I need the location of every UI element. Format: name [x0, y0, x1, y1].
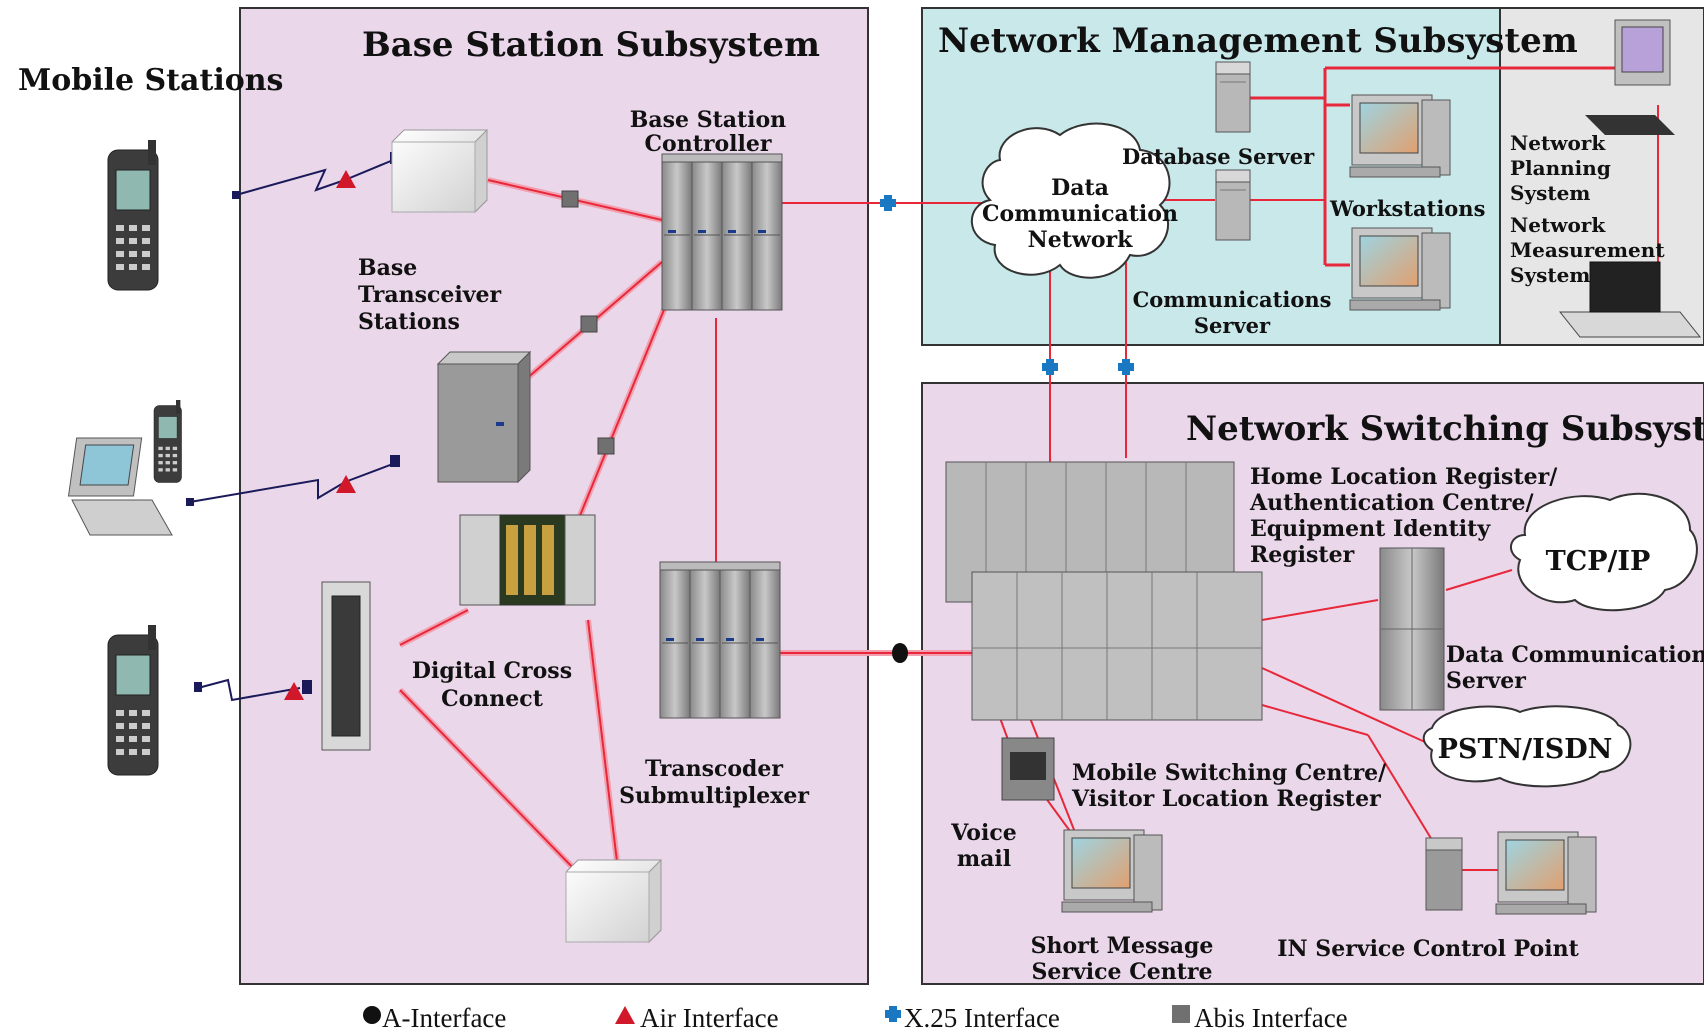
legend-x25-label: X.25 Interface	[904, 1003, 1060, 1033]
x25-markers	[880, 195, 1134, 375]
smsc-label-line1: Short Message	[1031, 933, 1214, 959]
voicemail-label-line2: mail	[957, 846, 1011, 872]
nmeas-label-line2: Measurement	[1510, 238, 1665, 262]
mobile-phone-icon	[107, 624, 159, 776]
bts-label-line1: Base	[358, 255, 417, 281]
nms-title: Network Management Subsystem	[938, 21, 1578, 61]
msc-rack-icon	[971, 571, 1263, 721]
data-comm-server-icon	[1379, 547, 1445, 711]
bts-label-line3: Stations	[358, 309, 460, 335]
communications-server-icon	[1215, 169, 1251, 241]
bsc-label-line2: Controller	[645, 131, 772, 157]
abis-markers	[561, 190, 615, 455]
air-interface-markers	[284, 170, 356, 700]
tcpip-cloud-icon	[1510, 492, 1698, 612]
dcs-label-line2: Server	[1446, 668, 1526, 694]
dcc-rack-icon	[321, 581, 371, 751]
nps-label-line3: System	[1510, 181, 1590, 205]
nss-title: Network Switching Subsystem	[1186, 409, 1704, 449]
legend-abis-icon	[1172, 1005, 1190, 1023]
workstations-label: Workstations	[1329, 196, 1485, 221]
scp-server-icon	[1425, 837, 1463, 911]
smsc-workstation-icon	[1061, 829, 1163, 913]
mobile-phone-icon	[107, 139, 159, 291]
legend-x25-icon	[885, 1006, 901, 1022]
dcc-label-line1: Digital Cross	[412, 658, 572, 684]
hlr-label-line1: Home Location Register/	[1250, 464, 1558, 490]
bts-top-icon	[391, 129, 488, 213]
scp-workstation-icon	[1495, 831, 1597, 915]
database-server-icon	[1215, 61, 1251, 133]
smsc-label-line2: Service Centre	[1032, 959, 1213, 985]
tsm-label-line2: Submultiplexer	[619, 783, 809, 809]
comm-server-label-line1: Communications	[1133, 287, 1332, 312]
nps-label-line1: Network	[1510, 131, 1606, 155]
dcn-cloud-icon	[970, 122, 1171, 279]
hlr-label-line4: Register	[1250, 542, 1355, 568]
scp-label: IN Service Control Point	[1277, 936, 1579, 962]
nmeas-label-line3: System	[1510, 263, 1590, 287]
workstation-icon	[1349, 94, 1451, 178]
voicemail-label-line1: Voice	[950, 820, 1016, 846]
hlr-label-line2: Authentication Centre/	[1249, 490, 1534, 516]
bts-label-line2: Transceiver	[358, 282, 502, 308]
legend-a-interface-label: A-Interface	[382, 1003, 506, 1033]
msc-label-line1: Mobile Switching Centre/	[1072, 760, 1387, 786]
workstation-icon	[1349, 227, 1451, 311]
voicemail-icon	[1001, 737, 1055, 801]
pstn-cloud-icon	[1422, 705, 1632, 788]
nps-label-line2: Planning	[1510, 156, 1611, 180]
planning-workstation-icon	[1585, 19, 1675, 135]
tsm-label-line1: Transcoder	[645, 756, 783, 782]
legend-abis-label: Abis Interface	[1194, 1003, 1348, 1033]
laptop-with-phone-icon	[67, 399, 182, 536]
legend-a-interface-icon	[363, 1006, 381, 1024]
pstn-label: PSTN/ISDN	[1438, 734, 1613, 765]
dcc-label-line2: Connect	[441, 686, 544, 712]
dcc-board-icon	[459, 514, 596, 606]
hlr-label-line3: Equipment Identity	[1250, 516, 1491, 542]
mobile-stations-title: Mobile Stations	[18, 63, 283, 98]
bsc-label-line1: Base Station	[630, 107, 786, 133]
nmeas-label-line1: Network	[1510, 213, 1606, 237]
comm-server-label-line2: Server	[1194, 313, 1271, 338]
bsc-rack-icon	[661, 153, 783, 311]
tcpip-label: TCP/IP	[1546, 546, 1651, 577]
dcn-label-line3: Network	[1028, 227, 1133, 253]
dcs-label-line1: Data Communications	[1446, 642, 1704, 668]
bts-bottom-icon	[565, 859, 662, 943]
legend-air-interface-label: Air Interface	[640, 1003, 779, 1033]
dcn-label-line2: Communication	[982, 201, 1178, 227]
air-links	[189, 157, 399, 702]
a-interface-marker	[892, 643, 908, 663]
dcn-label-line1: Data	[1051, 175, 1109, 201]
measurement-system-icon	[1558, 261, 1702, 338]
tsm-rack-icon	[659, 561, 781, 719]
legend-air-interface-icon	[615, 1006, 635, 1024]
legend: A-Interface Air Interface X.25 Interface…	[363, 1003, 1348, 1033]
bts-middle-icon	[436, 350, 532, 484]
database-server-label: Database Server	[1122, 144, 1315, 169]
msc-label-line2: Visitor Location Register	[1071, 786, 1381, 812]
network-links	[397, 66, 1659, 878]
bss-title: Base Station Subsystem	[362, 25, 820, 65]
